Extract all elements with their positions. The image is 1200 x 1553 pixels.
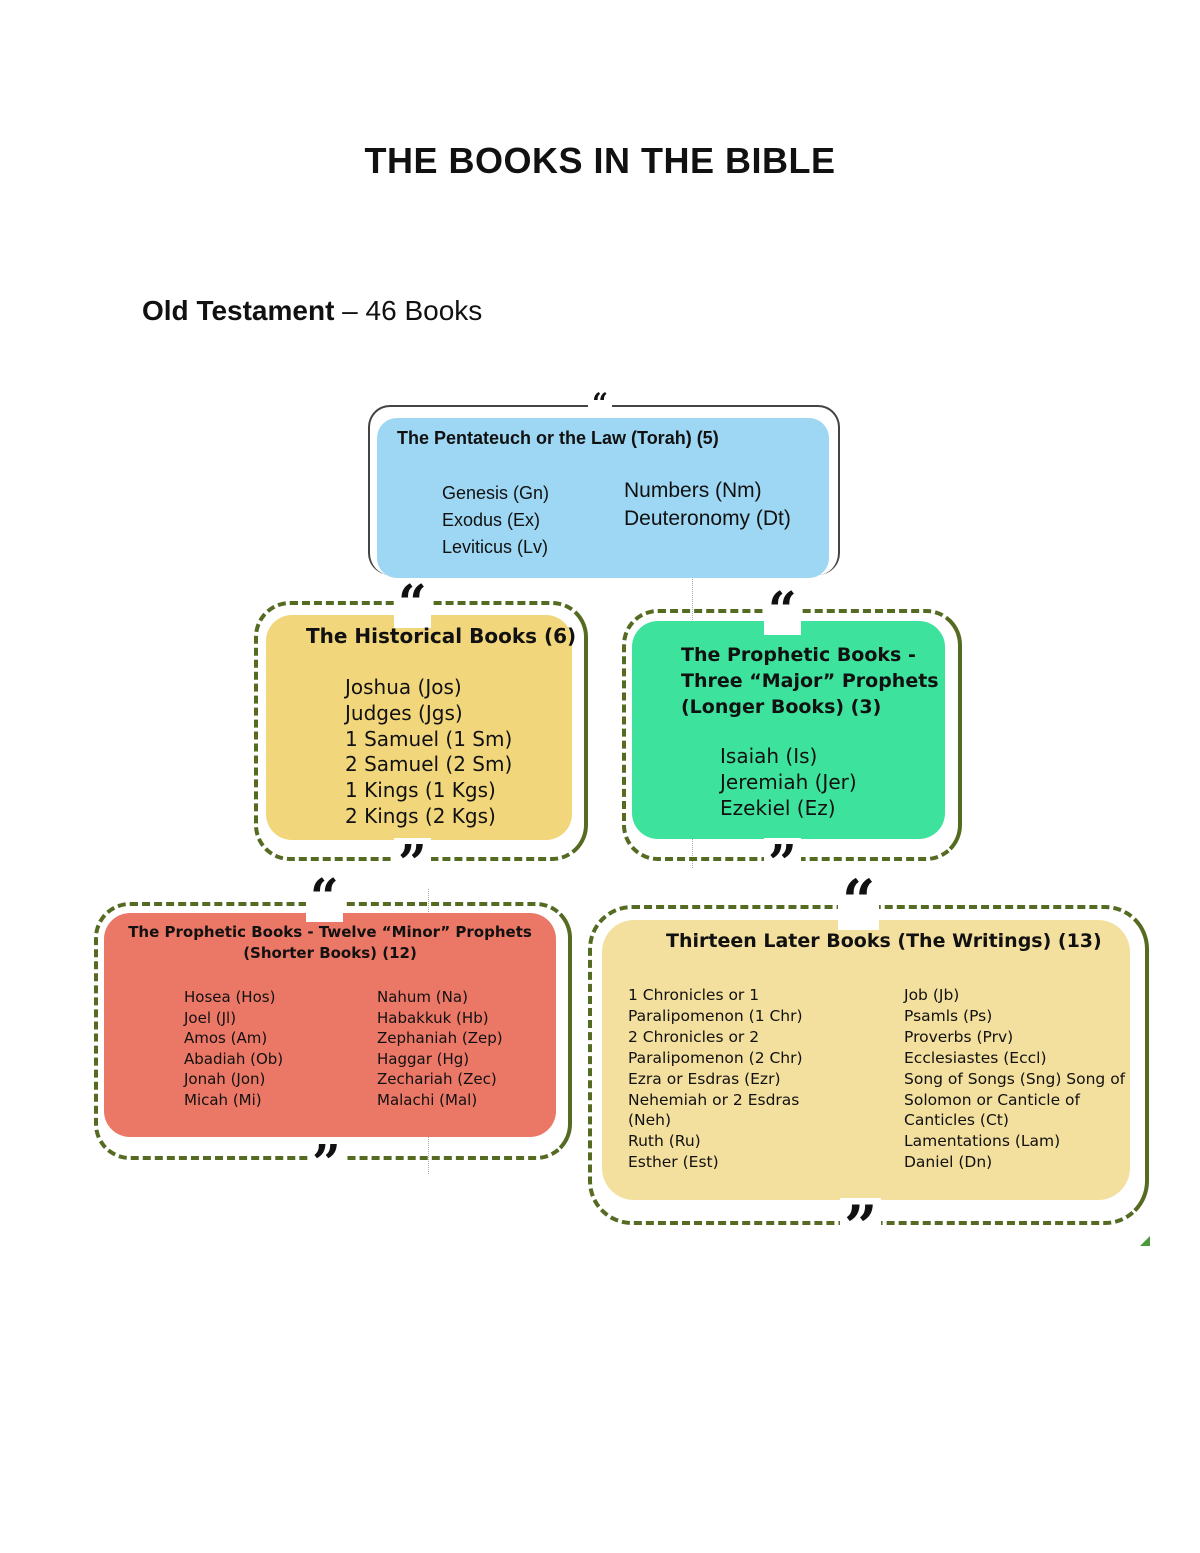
book-item: Proverbs (Prv) (904, 1027, 1014, 1046)
book-item: Abadiah (Ob) (184, 1049, 284, 1068)
page-title: THE BOOKS IN THE BIBLE (364, 140, 836, 181)
book-item: Micah (Mi) (184, 1090, 262, 1109)
pentateuch-card (377, 418, 829, 578)
book-item: Lamentations (Lam) (904, 1132, 1061, 1151)
open-quote-icon: “ (838, 872, 880, 930)
book-item: Joel (Jl) (184, 1008, 237, 1027)
book-item: 1 Samuel (1 Sm) (345, 726, 513, 751)
title-line: (Shorter Books) (12) (243, 944, 417, 962)
book-item: (Neh) (628, 1111, 672, 1130)
book-item: Judges (Jgs) (345, 700, 463, 725)
title-line: The Prophetic Books - Twelve “Minor” Pro… (128, 923, 532, 941)
open-quote-icon: “ (764, 585, 801, 635)
book-item: Ezekiel (Ez) (720, 796, 836, 820)
section-heading-count: – 46 Books (334, 295, 483, 326)
book-item: Zechariah (Zec) (377, 1070, 497, 1089)
pentateuch-title: The Pentateuch or the Law (Torah) (5) (397, 428, 719, 448)
book-item: Jeremiah (Jer) (720, 770, 857, 794)
writings-title: Thirteen Later Books (The Writings) (13) (666, 930, 1102, 952)
major-prophets-title: The Prophetic Books - Three “Major” Prop… (681, 642, 939, 720)
book-item: Ezra or Esdras (Ezr) (628, 1069, 781, 1088)
book-item: Zephaniah (Zep) (377, 1029, 503, 1048)
close-quote-icon: ” (764, 838, 801, 888)
book-item: Paralipomenon (2 Chr) (628, 1048, 803, 1067)
writings-column-2: Job (Jb) Psamls (Ps) Proverbs (Prv) Eccl… (904, 985, 1125, 1173)
book-item: Paralipomenon (1 Chr) (628, 1006, 803, 1025)
book-item: Ruth (Ru) (628, 1132, 701, 1151)
book-item: 1 Kings (1 Kgs) (345, 778, 496, 803)
book-item: Nahum (Na) (377, 988, 468, 1006)
book-item: Solomon or Canticle of (904, 1090, 1080, 1109)
section-heading-bold: Old Testament (142, 295, 335, 326)
corner-triangle-icon (1140, 1236, 1150, 1246)
historical-list: Joshua (Jos) Judges (Jgs) 1 Samuel (1 Sm… (345, 675, 512, 830)
book-item: Psamls (Ps) (904, 1006, 993, 1025)
book-item: 2 Chronicles or 2 (628, 1027, 760, 1046)
section-heading: Old Testament – 46 Books (142, 295, 482, 327)
book-item: Canticles (Ct) (904, 1111, 1009, 1130)
book-item: Leviticus (Lv) (442, 537, 549, 557)
book-item: Esther (Est) (628, 1153, 719, 1172)
open-quote-icon: “ (588, 390, 613, 418)
book-item: Genesis (Gn) (442, 483, 550, 503)
open-quote-icon: “ (394, 578, 431, 628)
book-item: Jonah (Jon) (184, 1070, 266, 1089)
close-quote-icon: ” (840, 1198, 882, 1256)
title-line: (Longer Books) (3) (681, 696, 882, 718)
book-item: Deuteronomy (Dt) (624, 507, 791, 530)
book-item: Haggar (Hg) (377, 1049, 470, 1068)
pentateuch-column-2: Numbers (Nm) Deuteronomy (Dt) (624, 477, 791, 533)
book-item: Hosea (Hos) (184, 988, 276, 1006)
title-line: Three “Major” Prophets (681, 670, 939, 692)
book-item: 1 Chronicles or 1 (628, 986, 760, 1004)
writings-card (602, 920, 1130, 1200)
minor-prophets-card (104, 913, 556, 1137)
minor-prophets-column-1: Hosea (Hos) Joel (Jl) Amos (Am) Abadiah … (184, 987, 283, 1111)
open-quote-icon: “ (306, 872, 343, 922)
major-prophets-card (632, 621, 945, 839)
close-quote-icon: ” (308, 1138, 345, 1188)
book-item: Isaiah (Is) (720, 744, 818, 768)
writings-column-1: 1 Chronicles or 1 Paralipomenon (1 Chr) … (628, 985, 803, 1173)
book-item: Song of Songs (Sng) Song of (904, 1069, 1126, 1088)
book-item: Daniel (Dn) (904, 1153, 993, 1172)
title-line: The Prophetic Books - (681, 644, 916, 666)
book-item: Malachi (Mal) (377, 1090, 478, 1109)
book-item: Ecclesiastes (Eccl) (904, 1048, 1047, 1067)
book-item: 2 Samuel (2 Sm) (345, 752, 513, 777)
historical-card (266, 615, 572, 840)
book-item: Job (Jb) (904, 986, 960, 1004)
close-quote-icon: ” (394, 838, 431, 888)
minor-prophets-column-2: Nahum (Na) Habakkuk (Hb) Zephaniah (Zep)… (377, 987, 503, 1111)
book-item: 2 Kings (2 Kgs) (345, 803, 496, 828)
book-item: Joshua (Jos) (345, 675, 462, 699)
minor-prophets-title: The Prophetic Books - Twelve “Minor” Pro… (104, 922, 556, 964)
book-item: Amos (Am) (184, 1029, 268, 1048)
book-item: Exodus (Ex) (442, 510, 541, 530)
book-item: Nehemiah or 2 Esdras (628, 1090, 800, 1109)
book-item: Habakkuk (Hb) (377, 1008, 489, 1027)
major-prophets-list: Isaiah (Is) Jeremiah (Jer) Ezekiel (Ez) (720, 743, 857, 821)
pentateuch-column-1: Genesis (Gn) Exodus (Ex) Leviticus (Lv) (442, 480, 549, 561)
book-item: Numbers (Nm) (624, 479, 762, 502)
historical-title: The Historical Books (6) (306, 624, 577, 648)
